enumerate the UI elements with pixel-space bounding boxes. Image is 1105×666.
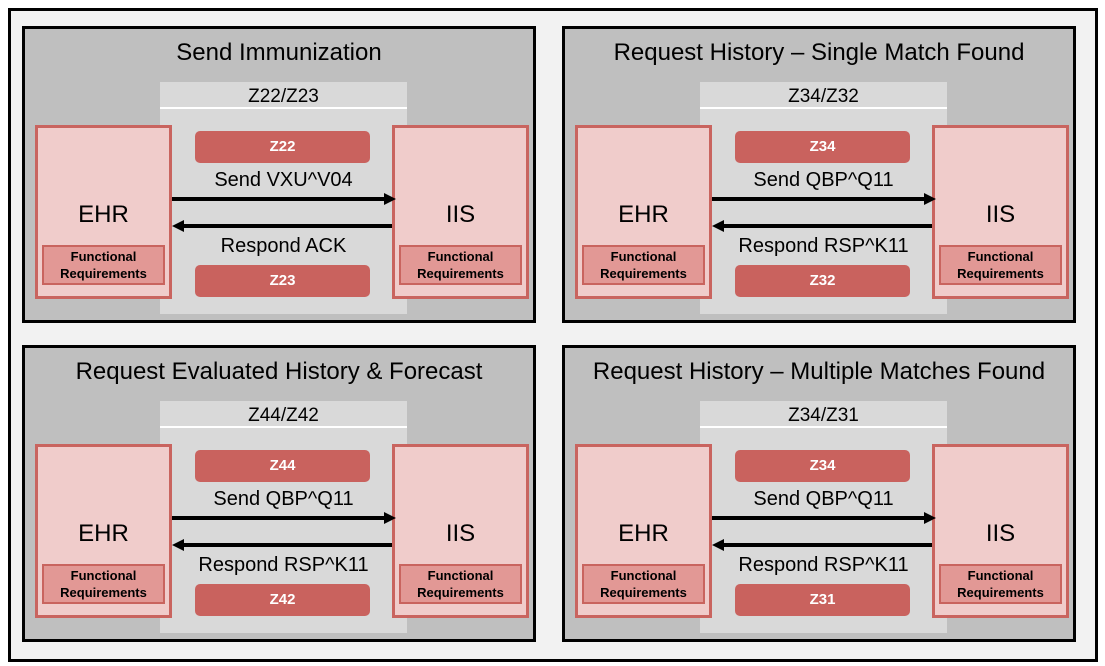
iis-label: IIS — [445, 520, 476, 547]
request-segment-badge: Z34 — [735, 450, 910, 482]
respond-arrowhead — [712, 220, 724, 232]
send-arrowhead — [384, 193, 396, 205]
code-band-divider — [700, 426, 947, 428]
response-segment-badge: Z42 — [195, 584, 370, 616]
ehr-system-box: EHR Functional Requirements — [35, 125, 172, 299]
send-message-label: Send QBP^Q11 — [753, 488, 894, 510]
iis-system-box: IIS Functional Requirements — [392, 444, 529, 618]
ehr-label: EHR — [618, 201, 669, 228]
send-message-label: Send QBP^Q11 — [213, 488, 354, 510]
iis-label: IIS — [985, 201, 1016, 228]
respond-message-label: Respond RSP^K11 — [198, 554, 369, 576]
iis-system-box: IIS Functional Requirements — [932, 444, 1069, 618]
respond-message-label: Respond RSP^K11 — [738, 235, 909, 257]
iis-functional-requirements: Functional Requirements — [939, 245, 1062, 285]
iis-functional-requirements: Functional Requirements — [939, 564, 1062, 604]
iis-system-box: IIS Functional Requirements — [392, 125, 529, 299]
diagram-frame: Send Immunization Z22/Z23 EHR Functional… — [8, 8, 1098, 662]
ehr-label: EHR — [618, 520, 669, 547]
iis-functional-requirements: Functional Requirements — [399, 564, 522, 604]
code-band-divider — [700, 107, 947, 109]
code-band-divider — [160, 426, 407, 428]
ehr-functional-requirements: Functional Requirements — [42, 564, 165, 604]
respond-message-label: Respond ACK — [220, 235, 347, 257]
message-codes: Z22/Z23 — [248, 86, 319, 107]
message-codes: Z34/Z32 — [788, 86, 859, 107]
message-arrows — [712, 512, 936, 551]
respond-arrowhead — [172, 220, 184, 232]
response-segment-badge: Z23 — [195, 265, 370, 297]
ehr-label: EHR — [78, 520, 129, 547]
send-arrowhead — [924, 193, 936, 205]
panel-title: Request Evaluated History & Forecast — [75, 358, 483, 385]
respond-message-label: Respond RSP^K11 — [738, 554, 909, 576]
message-codes: Z44/Z42 — [248, 405, 319, 426]
panel-request-history-single-match: Request History – Single Match Found Z34… — [562, 26, 1076, 323]
respond-arrowhead — [172, 539, 184, 551]
message-codes: Z34/Z31 — [788, 405, 859, 426]
ehr-system-box: EHR Functional Requirements — [35, 444, 172, 618]
send-arrowhead — [924, 512, 936, 524]
iis-system-box: IIS Functional Requirements — [932, 125, 1069, 299]
request-segment-badge: Z44 — [195, 450, 370, 482]
response-segment-badge: Z32 — [735, 265, 910, 297]
iis-label: IIS — [445, 201, 476, 228]
message-arrows — [172, 512, 396, 551]
respond-arrowhead — [712, 539, 724, 551]
request-segment-badge: Z22 — [195, 131, 370, 163]
panel-send-immunization: Send Immunization Z22/Z23 EHR Functional… — [22, 26, 536, 323]
iis-functional-requirements: Functional Requirements — [399, 245, 522, 285]
ehr-functional-requirements: Functional Requirements — [582, 564, 705, 604]
send-arrowhead — [384, 512, 396, 524]
code-band-divider — [160, 107, 407, 109]
ehr-label: EHR — [78, 201, 129, 228]
ehr-functional-requirements: Functional Requirements — [42, 245, 165, 285]
panel-title: Send Immunization — [176, 39, 382, 66]
response-segment-badge: Z31 — [735, 584, 910, 616]
ehr-system-box: EHR Functional Requirements — [575, 444, 712, 618]
send-message-label: Send VXU^V04 — [214, 169, 353, 191]
send-message-label: Send QBP^Q11 — [753, 169, 894, 191]
panel-request-history-multiple-matches: Request History – Multiple Matches Found… — [562, 345, 1076, 642]
panel-title: Request History – Multiple Matches Found — [592, 358, 1046, 385]
panel-request-evaluated-history: Request Evaluated History & Forecast Z44… — [22, 345, 536, 642]
ehr-functional-requirements: Functional Requirements — [582, 245, 705, 285]
message-arrows — [712, 193, 936, 232]
message-arrows — [172, 193, 396, 232]
panel-title: Request History – Single Match Found — [613, 39, 1025, 66]
ehr-system-box: EHR Functional Requirements — [575, 125, 712, 299]
iis-label: IIS — [985, 520, 1016, 547]
request-segment-badge: Z34 — [735, 131, 910, 163]
